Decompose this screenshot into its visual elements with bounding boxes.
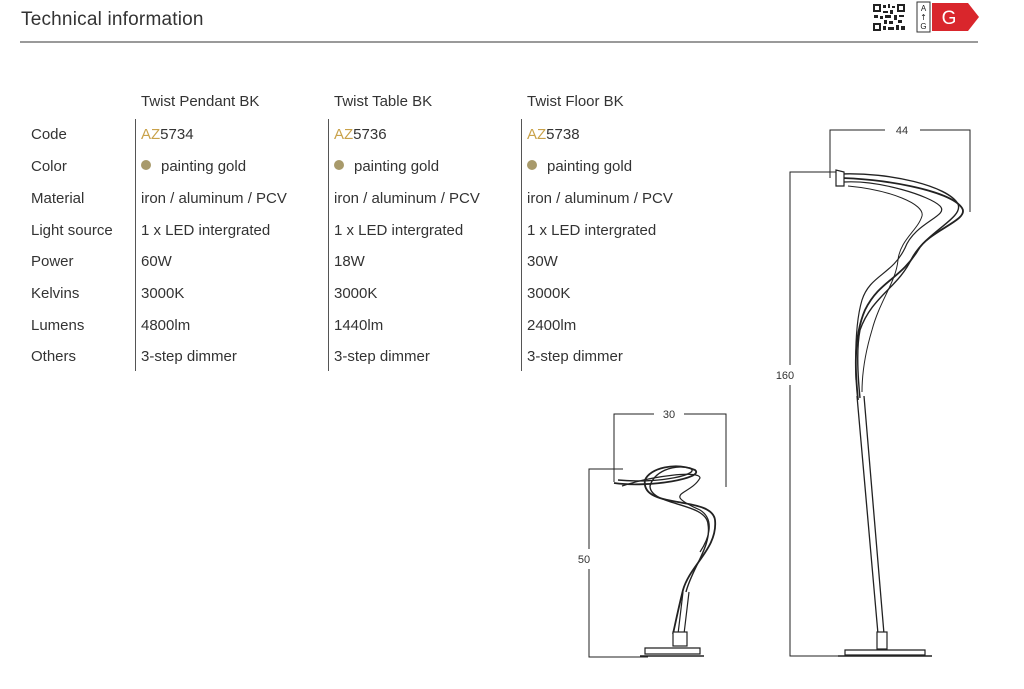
product-lumens-floor: 2400lm <box>527 317 577 334</box>
product-material-pendant: iron / aluminum / PCV <box>141 190 287 207</box>
color-label: painting gold <box>354 158 440 175</box>
energy-label-icon: A ↑ G G <box>916 1 979 33</box>
column-divider <box>328 119 329 371</box>
page-title: Technical information <box>21 9 204 30</box>
row-label-material: Material <box>31 190 85 207</box>
table-lamp-dimension-lines <box>588 413 727 658</box>
product-material-table: iron / aluminum / PCV <box>334 190 480 207</box>
product-power-floor: 30W <box>527 253 558 270</box>
table-lamp-width-label: 30 <box>663 409 675 421</box>
column-divider <box>521 119 522 371</box>
color-label: painting gold <box>547 158 633 175</box>
energy-scale-arrow: ↑ <box>920 13 927 22</box>
code-number: 5738 <box>546 126 580 143</box>
product-color-floor: painting gold <box>527 158 632 175</box>
product-light-source-floor: 1 x LED intergrated <box>527 222 657 239</box>
product-kelvins-floor: 3000K <box>527 285 571 302</box>
product-kelvins-pendant: 3000K <box>141 285 185 302</box>
column-divider <box>135 119 136 371</box>
color-label: painting gold <box>161 158 247 175</box>
floor-lamp-dimension-lines <box>789 129 971 657</box>
color-swatch-icon <box>527 160 537 170</box>
product-code-floor: AZ5738 <box>527 126 580 143</box>
product-name-pendant: Twist Pendant BK <box>141 93 260 110</box>
code-prefix: AZ <box>141 126 161 143</box>
product-light-source-table: 1 x LED intergrated <box>334 222 464 239</box>
row-label-lumens: Lumens <box>31 317 85 334</box>
table-lamp-drawing-icon <box>613 465 716 657</box>
row-label-kelvins: Kelvins <box>31 285 80 302</box>
row-label-light-source: Light source <box>31 222 113 239</box>
table-lamp-height-label: 50 <box>578 554 590 566</box>
code-prefix: AZ <box>527 126 547 143</box>
technical-drawings: 30 50 44 160 <box>578 125 971 658</box>
color-swatch-icon <box>334 160 344 170</box>
qr-code-icon <box>872 3 906 32</box>
product-code-table: AZ5736 <box>334 126 387 143</box>
product-others-pendant: 3-step dimmer <box>141 348 237 365</box>
product-power-pendant: 60W <box>141 253 172 270</box>
product-lumens-pendant: 4800lm <box>141 317 191 334</box>
row-label-power: Power <box>31 253 74 270</box>
floor-lamp-width-label: 44 <box>896 125 908 137</box>
energy-scale-top: A <box>921 4 927 13</box>
product-light-source-pendant: 1 x LED intergrated <box>141 222 271 239</box>
row-label-color: Color <box>31 158 67 175</box>
code-prefix: AZ <box>334 126 354 143</box>
energy-class-letter: G <box>942 8 957 29</box>
product-material-floor: iron / aluminum / PCV <box>527 190 673 207</box>
product-color-table: painting gold <box>334 158 439 175</box>
product-color-pendant: painting gold <box>141 158 246 175</box>
title-divider <box>20 41 978 43</box>
code-number: 5734 <box>160 126 194 143</box>
product-name-table: Twist Table BK <box>334 93 433 110</box>
product-others-floor: 3-step dimmer <box>527 348 623 365</box>
energy-scale-bottom: G <box>920 22 926 31</box>
row-label-others: Others <box>31 348 77 365</box>
product-others-table: 3-step dimmer <box>334 348 430 365</box>
floor-lamp-height-label: 160 <box>776 370 794 382</box>
product-power-table: 18W <box>334 253 365 270</box>
product-code-pendant: AZ5734 <box>141 126 194 143</box>
row-label-code: Code <box>31 126 67 143</box>
product-kelvins-table: 3000K <box>334 285 378 302</box>
floor-lamp-drawing-icon <box>835 169 964 657</box>
code-number: 5736 <box>353 126 387 143</box>
product-lumens-table: 1440lm <box>334 317 384 334</box>
product-name-floor: Twist Floor BK <box>527 93 624 110</box>
color-swatch-icon <box>141 160 151 170</box>
